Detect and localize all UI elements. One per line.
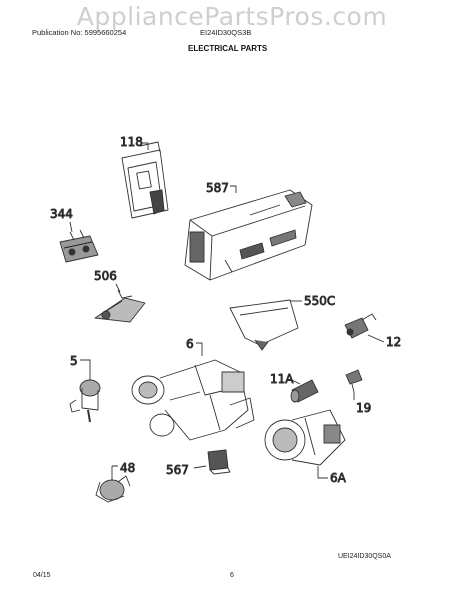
part-48-drawing bbox=[95, 475, 131, 503]
part-344-drawing bbox=[59, 229, 99, 263]
part-506-drawing bbox=[94, 289, 146, 323]
callout-48: 48 bbox=[120, 461, 135, 475]
part-6-drawing bbox=[131, 359, 255, 441]
part-118-drawing bbox=[121, 141, 169, 219]
callout-567: 567 bbox=[166, 463, 189, 477]
part-587-drawing bbox=[184, 189, 313, 281]
reference-code: UEI24ID30QS0A bbox=[338, 553, 391, 560]
callout-19: 19 bbox=[356, 401, 371, 415]
callout-6: 6 bbox=[186, 337, 194, 351]
part-11a-drawing bbox=[290, 379, 319, 403]
callout-12: 12 bbox=[386, 335, 401, 349]
part-19-drawing bbox=[345, 369, 363, 393]
leader-344 bbox=[69, 221, 73, 233]
section-title: ELECTRICAL PARTS bbox=[188, 44, 268, 53]
callout-344: 344 bbox=[50, 207, 73, 221]
callout-5: 5 bbox=[70, 354, 78, 368]
part-12-drawing bbox=[344, 313, 377, 339]
leader-587 bbox=[230, 185, 237, 193]
leader-6 bbox=[196, 342, 203, 356]
callout-587: 587 bbox=[206, 181, 229, 195]
part-550c-drawing bbox=[229, 299, 299, 351]
footer-date: 04/15 bbox=[33, 572, 51, 579]
model-number: EI24ID30QS3B bbox=[200, 28, 252, 37]
callout-6a: 6A bbox=[330, 471, 347, 485]
watermark: AppliancePartsPros.com bbox=[76, 2, 388, 31]
part-6a-drawing bbox=[264, 409, 346, 466]
leader-48 bbox=[111, 465, 118, 480]
publication-number: Publication No: 5995660254 bbox=[32, 28, 127, 37]
page-number: 6 bbox=[230, 572, 234, 579]
leader-11a bbox=[291, 379, 301, 385]
part-5-drawing bbox=[69, 379, 101, 423]
leader-506 bbox=[115, 283, 121, 293]
leader-6a bbox=[317, 466, 328, 479]
part-567-drawing bbox=[207, 449, 231, 475]
leader-118 bbox=[142, 142, 149, 150]
leader-5 bbox=[80, 359, 91, 380]
callout-118: 118 bbox=[120, 135, 143, 149]
callout-550c: 550C bbox=[304, 294, 335, 308]
callout-11a: 11A bbox=[270, 372, 294, 386]
callout-506: 506 bbox=[94, 269, 117, 283]
leader-567 bbox=[193, 465, 207, 469]
leader-12 bbox=[367, 334, 385, 343]
